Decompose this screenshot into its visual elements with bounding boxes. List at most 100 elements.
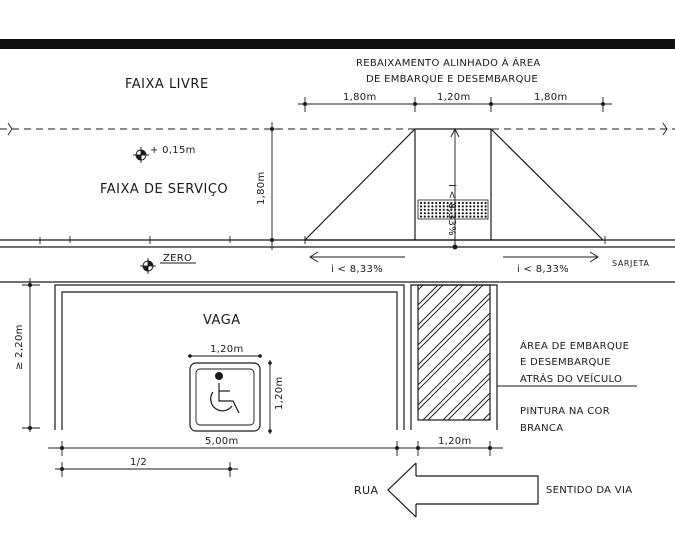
tactile-dot [450,208,453,211]
tactile-dot [457,212,461,215]
tactile-dot [442,201,445,205]
tactile-dot [469,212,472,215]
dim-service-height: 1,80m [256,171,267,205]
hatch-line [462,392,491,421]
tactile-dot [457,205,461,208]
tactile-dot [438,208,442,211]
tactile-dot [465,212,468,215]
tactile-dot [473,201,476,205]
hatch-line [417,284,464,331]
tactile-dot [484,215,487,218]
half-length-dimension [55,462,238,477]
vaga-label: VAGA [203,313,241,328]
pintura-label-1: PINTURA NA COR [520,406,610,417]
tactile-dot [423,205,426,208]
tactile-dot [450,212,453,215]
tactile-dot [435,205,438,208]
tactile-dot [446,208,449,211]
tactile-dot [435,201,438,205]
tactile-dot [435,208,438,211]
faixa-servico-label: FAIXA DE SERVIÇO [100,182,228,197]
tactile-dot [427,205,430,208]
tactile-dot [480,208,483,211]
symbol-width-dimension [188,354,262,358]
tactile-dot [442,212,445,215]
hatch-line [417,284,479,346]
tactile-dot [438,212,442,215]
dim-vaga-depth: ≥ 2,20m [14,324,25,370]
tactile-dot [457,201,461,205]
tactile-dot [480,215,483,218]
rebaixamento-label-2: DE EMBARQUE E DESEMBARQUE [366,74,538,85]
vaga-depth-dimension [22,278,40,432]
hatch-line [487,417,491,421]
dim-ramp-center: 1,20m [437,92,471,103]
tactile-dot [476,215,480,218]
tactile-dot [461,205,464,208]
tactile-dot [438,201,442,205]
area-label-3: ATRÁS DO VEÍCULO [520,372,622,385]
property-line [0,39,675,49]
tactile-dot [469,201,472,205]
tactile-dot [427,212,430,215]
hatch-line [447,377,491,421]
tactile-dot [419,215,423,218]
tactile-dot [446,201,449,205]
tactile-dot [427,215,430,218]
tactile-dot [454,215,457,218]
hatch-line [417,284,424,291]
tactile-dot [423,215,426,218]
tactile-dot [476,205,480,208]
tactile-dot [476,201,480,205]
tactile-dot [465,205,468,208]
tactile-dot [431,201,434,205]
tactile-dot [476,208,480,211]
tactile-dot [454,208,457,211]
rebaixamento-label-1: REBAIXAMENTO ALINHADO À ÁREA [356,56,541,69]
hatch-line [467,397,491,421]
tactile-dot [431,215,434,218]
tactile-strip [417,199,489,220]
symbol-height-dimension [268,360,272,434]
tactile-dot [435,215,438,218]
tactile-dot [427,201,430,205]
dim-vaga-length: 5,00m [205,436,239,447]
hatch-line [482,412,491,421]
arrow-left-icon [387,462,539,518]
service-height-dimension [265,122,279,250]
tactile-dot [484,208,487,211]
tactile-dot [435,212,438,215]
wheelchair-icon [189,362,261,432]
ramp-dimension-line [298,97,612,112]
tactile-dot [454,212,457,215]
tactile-dot [473,208,476,211]
hatch-line [417,284,484,351]
tactile-dot [423,212,426,215]
pintura-label-2: BRANCA [520,423,563,434]
tactile-dot [473,205,476,208]
tactile-dot [419,201,423,205]
tactile-dot [442,205,445,208]
hatch-line [417,284,444,311]
tactile-dot [431,208,434,211]
tactile-dot [457,215,461,218]
dim-half: 1/2 [130,457,147,468]
tactile-dot [473,215,476,218]
tactile-dot [423,201,426,205]
tactile-dot [465,208,468,211]
tactile-dot [450,205,453,208]
area-width-dimension [405,441,503,456]
tactile-dot [484,201,487,205]
tactile-dot [473,212,476,215]
area-label-2: E DESEMBARQUE [520,357,611,368]
tactile-dot [480,205,483,208]
tactile-dot [442,215,445,218]
rua-label: RUA [354,484,378,497]
tactile-dot [480,201,483,205]
dim-ramp-left: 1,80m [343,92,377,103]
hatch-line [422,352,491,421]
tactile-dot [457,208,461,211]
tactile-dot [419,212,423,215]
tactile-dot [419,208,423,211]
